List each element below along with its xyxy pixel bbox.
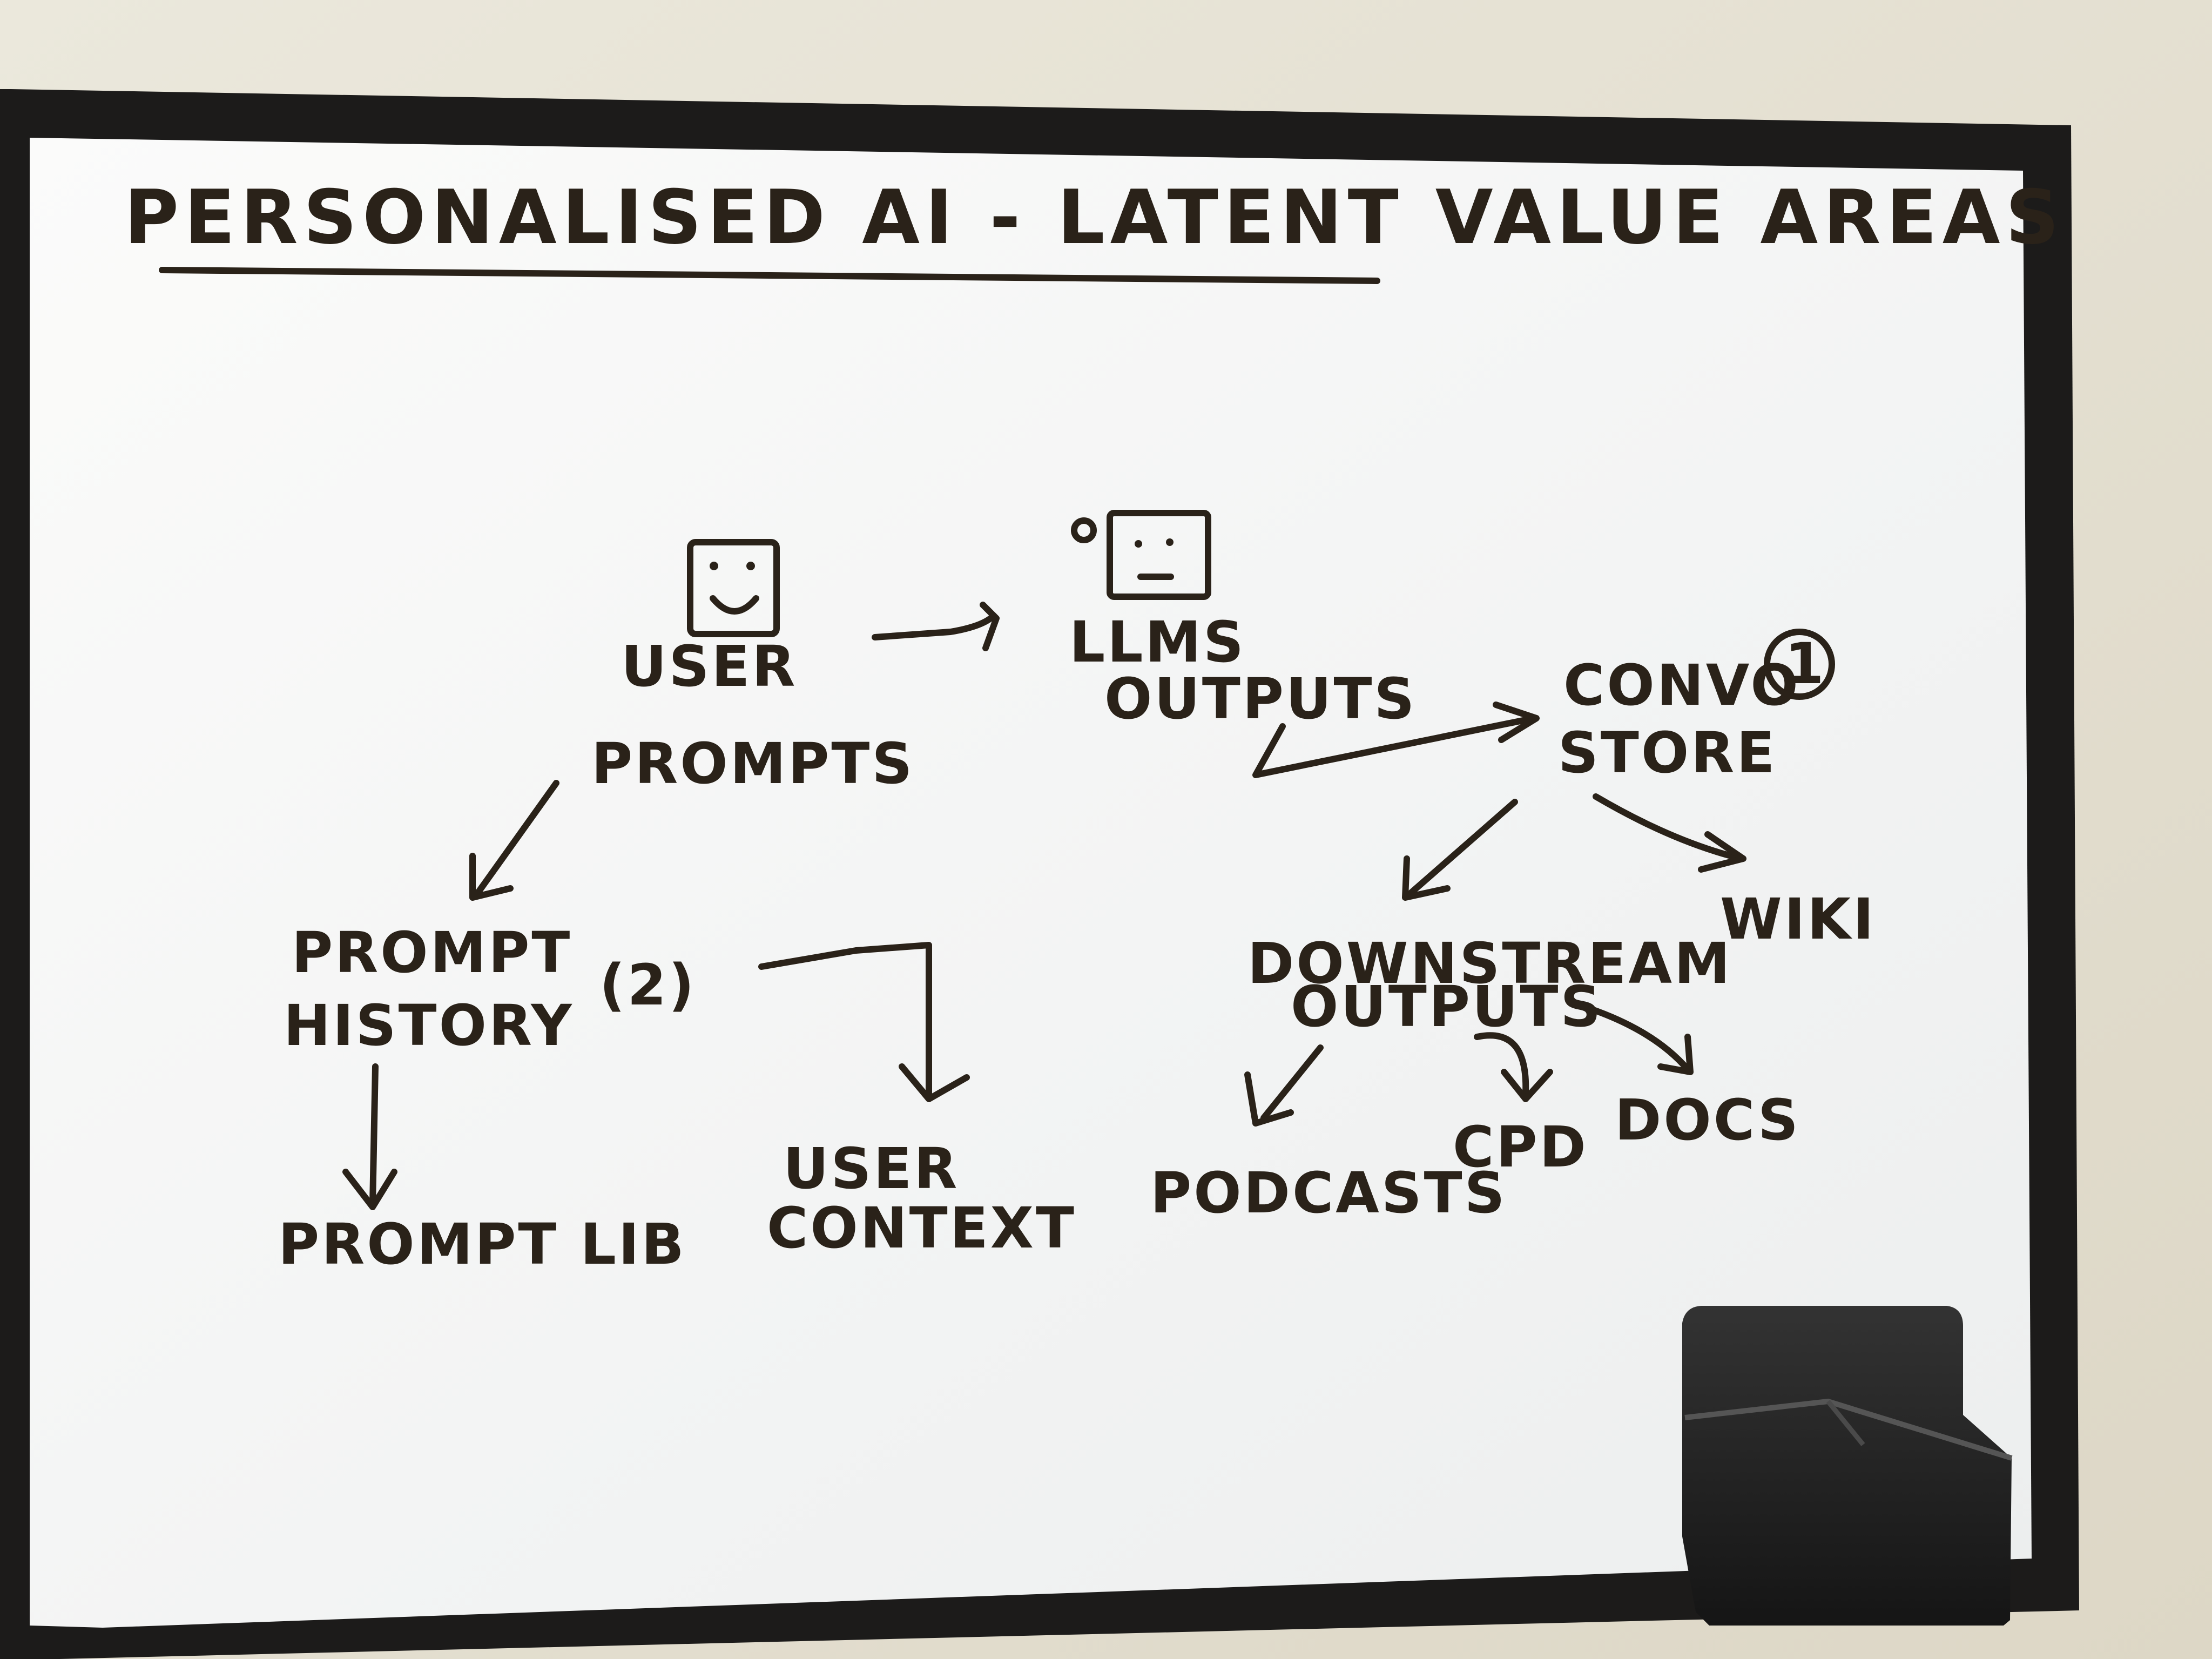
prompt-lib-label: PROMPT LIB (278, 1211, 686, 1277)
title-underline (159, 267, 1380, 284)
user-face-eye-right (746, 562, 755, 570)
docs-label: DOCS (1615, 1087, 1800, 1153)
arrow-head-docs (1657, 1034, 1694, 1075)
user-label: USER (621, 633, 797, 699)
prompts-label: PROMPTS (591, 731, 914, 797)
robot-eye-right (1166, 538, 1174, 546)
arrow-convo-store-to-wiki (1593, 793, 1745, 862)
whiteboard-surface (30, 138, 2032, 1628)
user-face-smile (710, 595, 759, 615)
marker-tray (1682, 1306, 2013, 1626)
arrow-downstream-to-docs (1587, 1006, 1691, 1073)
llm-icon-group: LLMS (1069, 510, 1246, 675)
arrow-head-cpd (1501, 1069, 1553, 1102)
user-face-eye-left (710, 562, 718, 570)
convo-store-label-line2: STORE (1558, 720, 1777, 786)
prompt-history-badge: (2) (599, 952, 696, 1018)
prompt-history-label-line2: HISTORY (284, 993, 574, 1058)
arrow-prompts-to-history (472, 780, 559, 900)
podcasts-label: PODCASTS (1150, 1160, 1507, 1226)
arrow-head-downstream (1402, 855, 1451, 901)
arrow-head-convo-store (1493, 702, 1540, 743)
marker-tray-divider (1826, 1400, 1865, 1446)
outputs-label: OUTPUTS (1104, 666, 1417, 732)
arrow-downstream-to-cpd (1474, 1032, 1529, 1097)
arrow-head-prompt-history (469, 853, 514, 901)
prompt-history-label-line1: PROMPT (292, 920, 572, 986)
user-icon-group: USER (621, 539, 797, 699)
llms-label: LLMS (1069, 609, 1246, 675)
arrow-outputs-to-convo-store (1252, 715, 1537, 778)
arrow-downstream-to-podcasts (1260, 1044, 1324, 1121)
wiki-label: WIKI (1720, 886, 1876, 952)
robot-eye-left (1135, 540, 1142, 548)
arrow-history-to-prompt-lib (369, 1063, 379, 1208)
marker-tray-body (1682, 1306, 2012, 1626)
arrow-head-user-context (899, 1063, 970, 1102)
convo-store-label-line1: CONVO (1563, 652, 1800, 718)
diagram-arrows (342, 602, 1746, 1210)
arrow-history-to-user-context (758, 942, 932, 1100)
arrow-user-to-llms (872, 612, 997, 640)
downstream-outputs-label-line1: DOWNSTREAM (1247, 930, 1732, 996)
arrow-head-podcasts (1244, 1071, 1294, 1127)
convo-store-badge: 1 (1785, 631, 1826, 697)
arrow-head-wiki (1698, 831, 1746, 873)
cpd-label: CPD (1453, 1114, 1588, 1180)
user-context-label-line2: CONTEXT (767, 1195, 1076, 1261)
robot-face-icon (1107, 510, 1211, 600)
user-context-label-line1: USER (783, 1136, 959, 1202)
board-title: PERSONALISED AI - LATENT VALUE AREAS (124, 174, 2065, 261)
arrow-head-llms (980, 602, 1000, 651)
arrow-head-prompt-lib (342, 1169, 397, 1210)
convo-store-badge-circle (1764, 629, 1835, 700)
robot-ear-left (1071, 517, 1097, 543)
smiley-face-icon (687, 539, 780, 637)
downstream-outputs-label-line2: OUTPUTS (1291, 974, 1603, 1040)
arrow-convo-store-to-downstream (1404, 799, 1518, 900)
